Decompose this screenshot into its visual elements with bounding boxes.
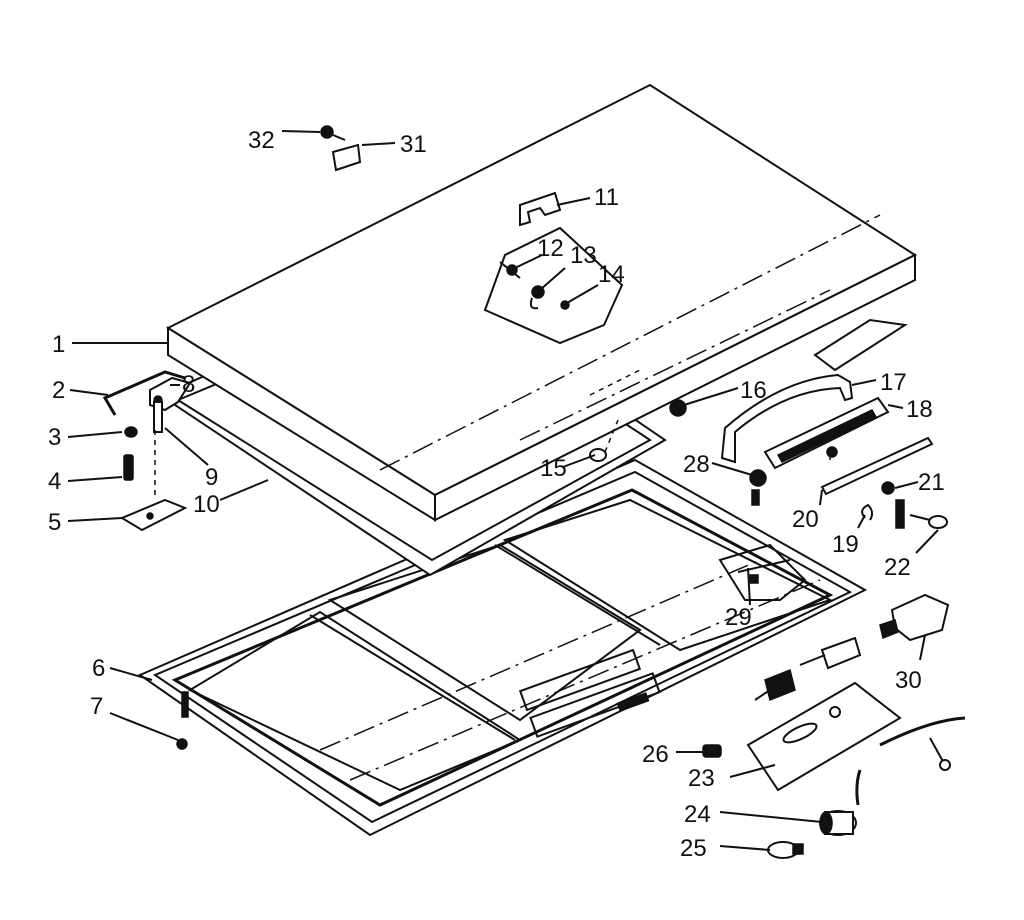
part-26-screw — [702, 744, 722, 758]
callout-6: 6 — [92, 655, 105, 682]
lid-assembly — [157, 83, 918, 577]
part-4-bolt — [123, 454, 134, 481]
part-16-plug — [669, 399, 687, 417]
callout-1: 1 — [52, 331, 65, 358]
callout-labels: 1 2 3 4 5 6 7 8 9 10 11 12 13 14 15 16 1… — [48, 127, 945, 862]
leader-lines — [67, 130, 939, 851]
callout-19: 19 — [832, 531, 859, 558]
part-18-handle-bar — [763, 396, 890, 470]
callout-9: 9 — [205, 464, 218, 491]
callout-20: 20 — [792, 506, 819, 533]
callout-25: 25 — [680, 835, 707, 862]
callout-28: 28 — [683, 451, 710, 478]
callout-22: 22 — [884, 554, 911, 581]
callout-32: 32 — [248, 127, 275, 154]
callout-14: 14 — [598, 261, 625, 288]
callout-12: 12 — [537, 235, 564, 262]
callout-4: 4 — [48, 468, 61, 495]
power-cord — [879, 716, 966, 747]
part-7-nut — [176, 738, 188, 750]
callout-10: 10 — [193, 491, 220, 518]
part-23-cover-plate — [746, 681, 902, 792]
callout-5: 5 — [48, 509, 61, 536]
callout-8: 8 — [182, 371, 195, 398]
part-9-pin — [153, 401, 163, 433]
callout-13: 13 — [570, 242, 597, 269]
part-28-lock — [749, 469, 767, 506]
callout-2: 2 — [52, 377, 65, 404]
callout-7: 7 — [90, 693, 103, 720]
part-30-thermostat — [754, 593, 950, 702]
part-20-rod — [820, 436, 934, 496]
part-5-plate — [119, 498, 188, 532]
callout-17: 17 — [880, 369, 907, 396]
part-17-handle — [720, 373, 854, 464]
lid-side-edge — [434, 253, 916, 522]
callout-26: 26 — [642, 741, 669, 768]
part-15-screw — [589, 419, 619, 462]
part-11-latch-bracket — [519, 191, 562, 227]
callout-3: 3 — [48, 424, 61, 451]
callout-23: 23 — [688, 765, 715, 792]
part-21-22-lamp — [881, 481, 948, 529]
part-3-washer — [124, 426, 138, 438]
callout-18: 18 — [906, 396, 933, 423]
callout-31: 31 — [400, 131, 427, 158]
callout-29: 29 — [725, 604, 752, 631]
callout-30: 30 — [895, 667, 922, 694]
callout-21: 21 — [918, 469, 945, 496]
callout-11: 11 — [594, 184, 619, 211]
callout-24: 24 — [684, 801, 711, 828]
part-19-clip — [861, 503, 874, 521]
part-25-bulb — [767, 841, 804, 859]
part-2-hinge-rod — [102, 370, 186, 416]
part-24-socket — [819, 810, 857, 836]
part-31-32-catch — [320, 125, 362, 172]
callout-15: 15 — [540, 455, 567, 482]
callout-16: 16 — [740, 377, 767, 404]
